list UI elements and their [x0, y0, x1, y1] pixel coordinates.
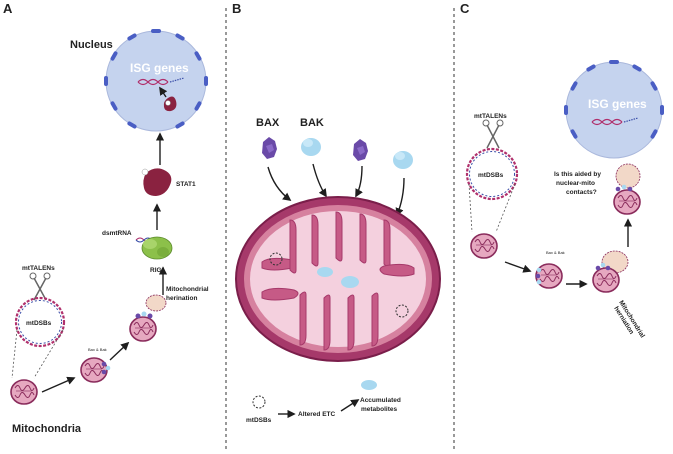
zoom-line-c-left	[468, 183, 473, 233]
arrow-bak-1	[312, 163, 327, 198]
talens-label-a: mtTALENs	[22, 265, 55, 272]
legend-mtdsbs-label: mtDSBs	[246, 417, 272, 424]
zoom-line-a-left	[11, 329, 18, 379]
mtdna-circle-a	[14, 296, 66, 348]
dsmtrna-label: dsmtRNA	[102, 230, 132, 237]
herniation-label-a-2: herination	[166, 295, 197, 302]
bax-protein-2	[353, 139, 368, 161]
panel-b: BAX BAK	[235, 117, 441, 424]
arrow-bax-1	[267, 166, 292, 202]
legend-metabolites-1: Accumulated	[360, 397, 401, 404]
rig1-label: RIG1	[150, 267, 166, 274]
isg-genes-label-c: ISG genes	[588, 97, 647, 111]
legend-metabolites-2: metabolites	[361, 406, 398, 413]
herniating-mitochondrion-c	[592, 250, 629, 293]
bak-protein-1	[301, 138, 321, 156]
stat1-label: STAT1	[176, 181, 196, 188]
bax-label: BAX	[256, 117, 280, 129]
talens-label-c: mtTALENs	[474, 113, 507, 120]
bak-protein-2	[393, 151, 413, 169]
question-line-3: contacts?	[566, 189, 597, 196]
arrow-mito1-to-mito2-a	[41, 376, 76, 393]
baxbak-label-a: Bax & Bak	[88, 347, 107, 352]
panel-label-c: C	[460, 1, 470, 16]
nucleus-contact-mitochondrion	[613, 163, 641, 215]
question-line-2: nuclear-mito	[556, 180, 595, 187]
zoom-line-c-right	[495, 183, 516, 233]
baxbak-label-c: Bax & Bak	[546, 250, 565, 255]
dsbs-label-c: mtDSBs	[478, 172, 504, 179]
rig1-protein	[141, 236, 173, 260]
question-line-1: Is this aided by	[554, 171, 601, 178]
bax-protein-1	[262, 137, 277, 159]
dna-helix-a	[137, 77, 185, 86]
zoom-line-a-right	[33, 329, 64, 379]
herniating-mitochondrion-a	[129, 294, 167, 342]
mitochondrion-baxbak-a	[80, 357, 111, 383]
isg-genes-label-a: ISG genes	[130, 61, 189, 75]
scissors-icon-c	[482, 119, 504, 149]
arrow-bak-2	[395, 177, 405, 217]
herniation-label-a-1: Mitochondrial	[166, 286, 209, 293]
stat1-in-nucleus	[163, 96, 177, 112]
arrow-mito-to-herniation-a	[109, 341, 130, 361]
stat1-protein	[141, 168, 172, 196]
mitochondrion-a	[10, 379, 38, 405]
dsbs-label-a: mtDSBs	[26, 320, 52, 327]
scissors-icon	[29, 272, 51, 301]
mtdsbs-legend-icon	[252, 395, 266, 409]
arrow-mito1-to-mito2-c	[504, 261, 532, 273]
panel-label-a: A	[3, 1, 13, 16]
arrow-legend-2	[340, 399, 360, 412]
arrow-bax-2	[355, 165, 363, 198]
mtdna-circle-c	[465, 147, 519, 201]
large-mitochondrion	[235, 196, 441, 362]
arrow-nucleus-inner	[159, 86, 168, 98]
panel-c: ISG genes mtTALENs mtDSBs	[465, 60, 664, 339]
panel-a: ISG genes Nucleus STAT1 dsmtRNA	[10, 29, 209, 435]
panel-label-b: B	[232, 1, 241, 16]
mitochondrion-baxbak-c	[535, 263, 563, 289]
mitochondrion-c	[470, 233, 498, 259]
nucleus-a: ISG genes	[104, 29, 208, 132]
bak-label: BAK	[300, 117, 324, 129]
legend-etc-label: Altered ETC	[298, 411, 336, 418]
nucleus-c: ISG genes	[564, 60, 664, 159]
metabolite-legend-icon	[361, 380, 377, 390]
mitochondria-label: Mitochondria	[12, 423, 82, 435]
nucleus-label: Nucleus	[70, 39, 113, 51]
